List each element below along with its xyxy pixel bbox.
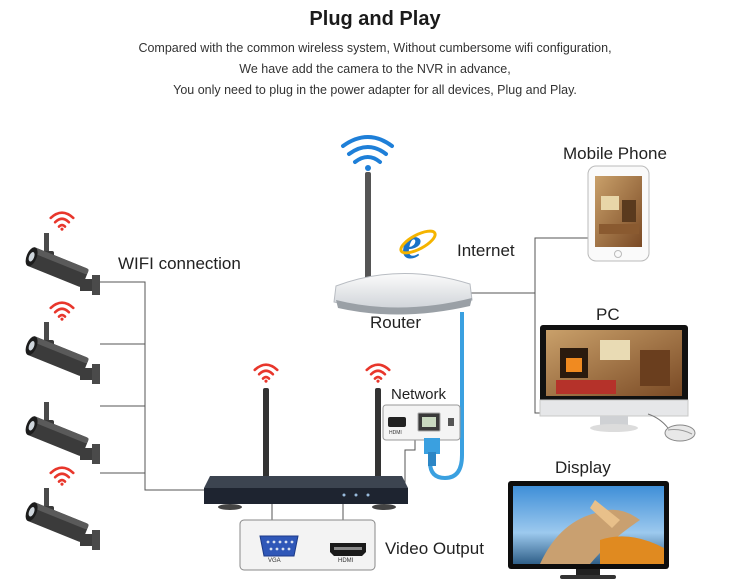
intro-line-1: Compared with the common wireless system… <box>138 41 612 55</box>
connection-lines <box>100 237 588 520</box>
svg-text:e: e <box>402 219 422 268</box>
camera-icon <box>23 322 100 384</box>
intro-line-2: We have add the camera to the NVR in adv… <box>239 62 511 76</box>
video-output-label: Video Output <box>385 539 484 558</box>
wifi-signal-icon <box>49 466 75 486</box>
monitor-icon <box>539 325 689 432</box>
nvr-icon <box>204 363 408 510</box>
hdmi-port-icon <box>330 543 366 556</box>
vga-caption: VGA <box>268 558 281 564</box>
wifi-signal-icon <box>253 363 279 383</box>
intro-text: Compared with the common wireless system… <box>0 38 750 101</box>
network-label: Network <box>391 386 447 403</box>
display-label: Display <box>555 458 611 477</box>
camera-icon <box>23 402 100 464</box>
router-icon <box>333 135 473 315</box>
hdmi-caption: HDMI <box>338 558 354 564</box>
hdmi-small-caption: HDMI <box>389 430 402 436</box>
mobile-phone-label: Mobile Phone <box>563 144 667 163</box>
tv-icon <box>508 481 669 579</box>
router-label: Router <box>370 313 422 332</box>
camera-group <box>23 211 100 550</box>
hdmi-port-icon <box>388 417 406 427</box>
ethernet-plug <box>424 438 440 466</box>
wifi-signal-icon <box>49 211 75 231</box>
video-port-panel <box>239 519 376 571</box>
smartphone-icon <box>587 165 650 262</box>
internet-label: Internet <box>457 241 515 260</box>
wifi-signal-icon <box>365 363 391 383</box>
internet-explorer-icon: e <box>399 219 437 268</box>
mouse-icon <box>647 413 696 442</box>
camera-icon <box>23 488 100 550</box>
network-port-panel <box>382 404 461 441</box>
pc-label: PC <box>596 305 620 324</box>
page-title: Plug and Play <box>309 8 441 30</box>
wifi-signal-icon <box>49 301 75 321</box>
intro-line-3: You only need to plug in the power adapt… <box>173 83 577 97</box>
wifi-connection-label: WIFI connection <box>118 254 241 273</box>
network-cable <box>428 312 464 481</box>
camera-icon <box>23 233 100 295</box>
vga-port-icon <box>259 535 299 557</box>
